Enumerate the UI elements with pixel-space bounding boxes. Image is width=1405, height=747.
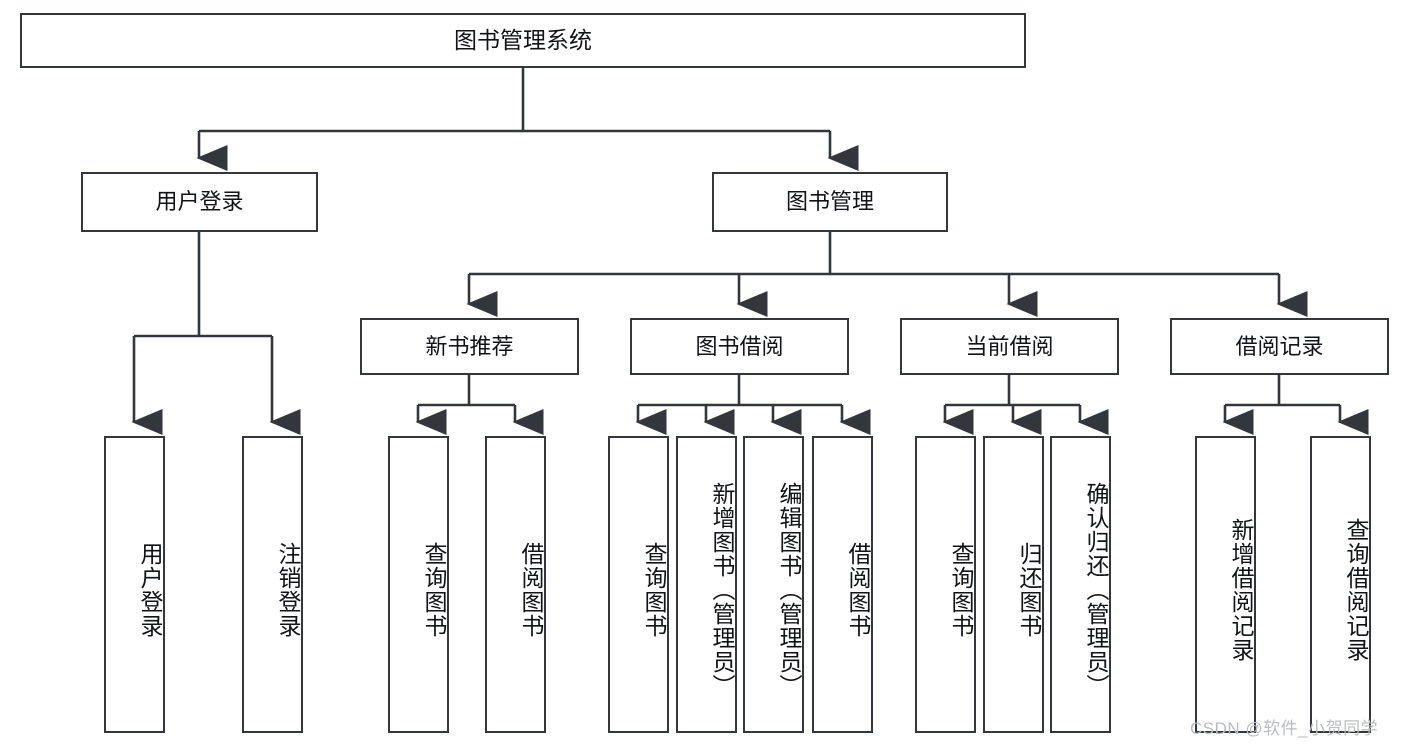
leaf-record-query-label: 查询借阅记录 [1343, 517, 1369, 662]
node-new-book-recommend[interactable]: 新书推荐 [360, 318, 579, 375]
node-book-management[interactable]: 图书管理 [712, 172, 948, 232]
node-book-borrow[interactable]: 图书借阅 [630, 318, 849, 375]
watermark: CSDN @软件_小贺同学 [1190, 719, 1379, 738]
leaf-user-login[interactable]: 用户登录 [104, 436, 165, 733]
leaf-current-query-book-label: 查询图书 [948, 541, 974, 638]
leaf-borrow-add-book-label: 新增图书（管理员） [709, 481, 735, 698]
leaf-current-confirm-return[interactable]: 确认归还（管理员） [1050, 436, 1111, 733]
leaf-recommend-borrow-book-label: 借阅图书 [518, 541, 544, 638]
leaf-current-confirm-return-label: 确认归还（管理员） [1083, 481, 1109, 698]
node-current-borrow[interactable]: 当前借阅 [900, 318, 1119, 375]
leaf-borrow-edit-book[interactable]: 编辑图书（管理员） [743, 436, 804, 733]
leaf-user-logout[interactable]: 注销登录 [242, 436, 303, 733]
node-current-borrow-label: 当前借阅 [965, 333, 1054, 359]
node-user-login-label: 用户登录 [155, 189, 244, 215]
leaf-record-query[interactable]: 查询借阅记录 [1310, 436, 1371, 733]
leaf-record-add-label: 新增借阅记录 [1228, 517, 1254, 662]
leaf-borrow-edit-book-label: 编辑图书（管理员） [776, 481, 802, 698]
leaf-recommend-query-book-label: 查询图书 [421, 541, 447, 638]
node-book-management-label: 图书管理 [785, 189, 874, 215]
leaf-borrow-query-book[interactable]: 查询图书 [608, 436, 669, 733]
node-borrow-record[interactable]: 借阅记录 [1170, 318, 1389, 375]
leaf-borrow-borrow-book-label: 借阅图书 [845, 541, 871, 638]
leaf-record-add[interactable]: 新增借阅记录 [1195, 436, 1256, 733]
leaf-current-query-book[interactable]: 查询图书 [915, 436, 976, 733]
leaf-user-login-label: 用户登录 [137, 541, 163, 638]
node-user-login[interactable]: 用户登录 [81, 172, 318, 232]
leaf-current-return-book[interactable]: 归还图书 [983, 436, 1044, 733]
node-root[interactable]: 图书管理系统 [20, 13, 1026, 68]
leaf-borrow-add-book[interactable]: 新增图书（管理员） [676, 436, 737, 733]
node-borrow-record-label: 借阅记录 [1235, 333, 1324, 359]
node-new-book-recommend-label: 新书推荐 [425, 333, 514, 359]
leaf-borrow-borrow-book[interactable]: 借阅图书 [812, 436, 873, 733]
node-book-borrow-label: 图书借阅 [695, 333, 784, 359]
node-root-label: 图书管理系统 [454, 26, 592, 53]
leaf-borrow-query-book-label: 查询图书 [641, 541, 667, 638]
leaf-recommend-query-book[interactable]: 查询图书 [388, 436, 449, 733]
leaf-user-logout-label: 注销登录 [275, 541, 301, 638]
leaf-current-return-book-label: 归还图书 [1016, 541, 1042, 638]
leaf-recommend-borrow-book[interactable]: 借阅图书 [485, 436, 546, 733]
